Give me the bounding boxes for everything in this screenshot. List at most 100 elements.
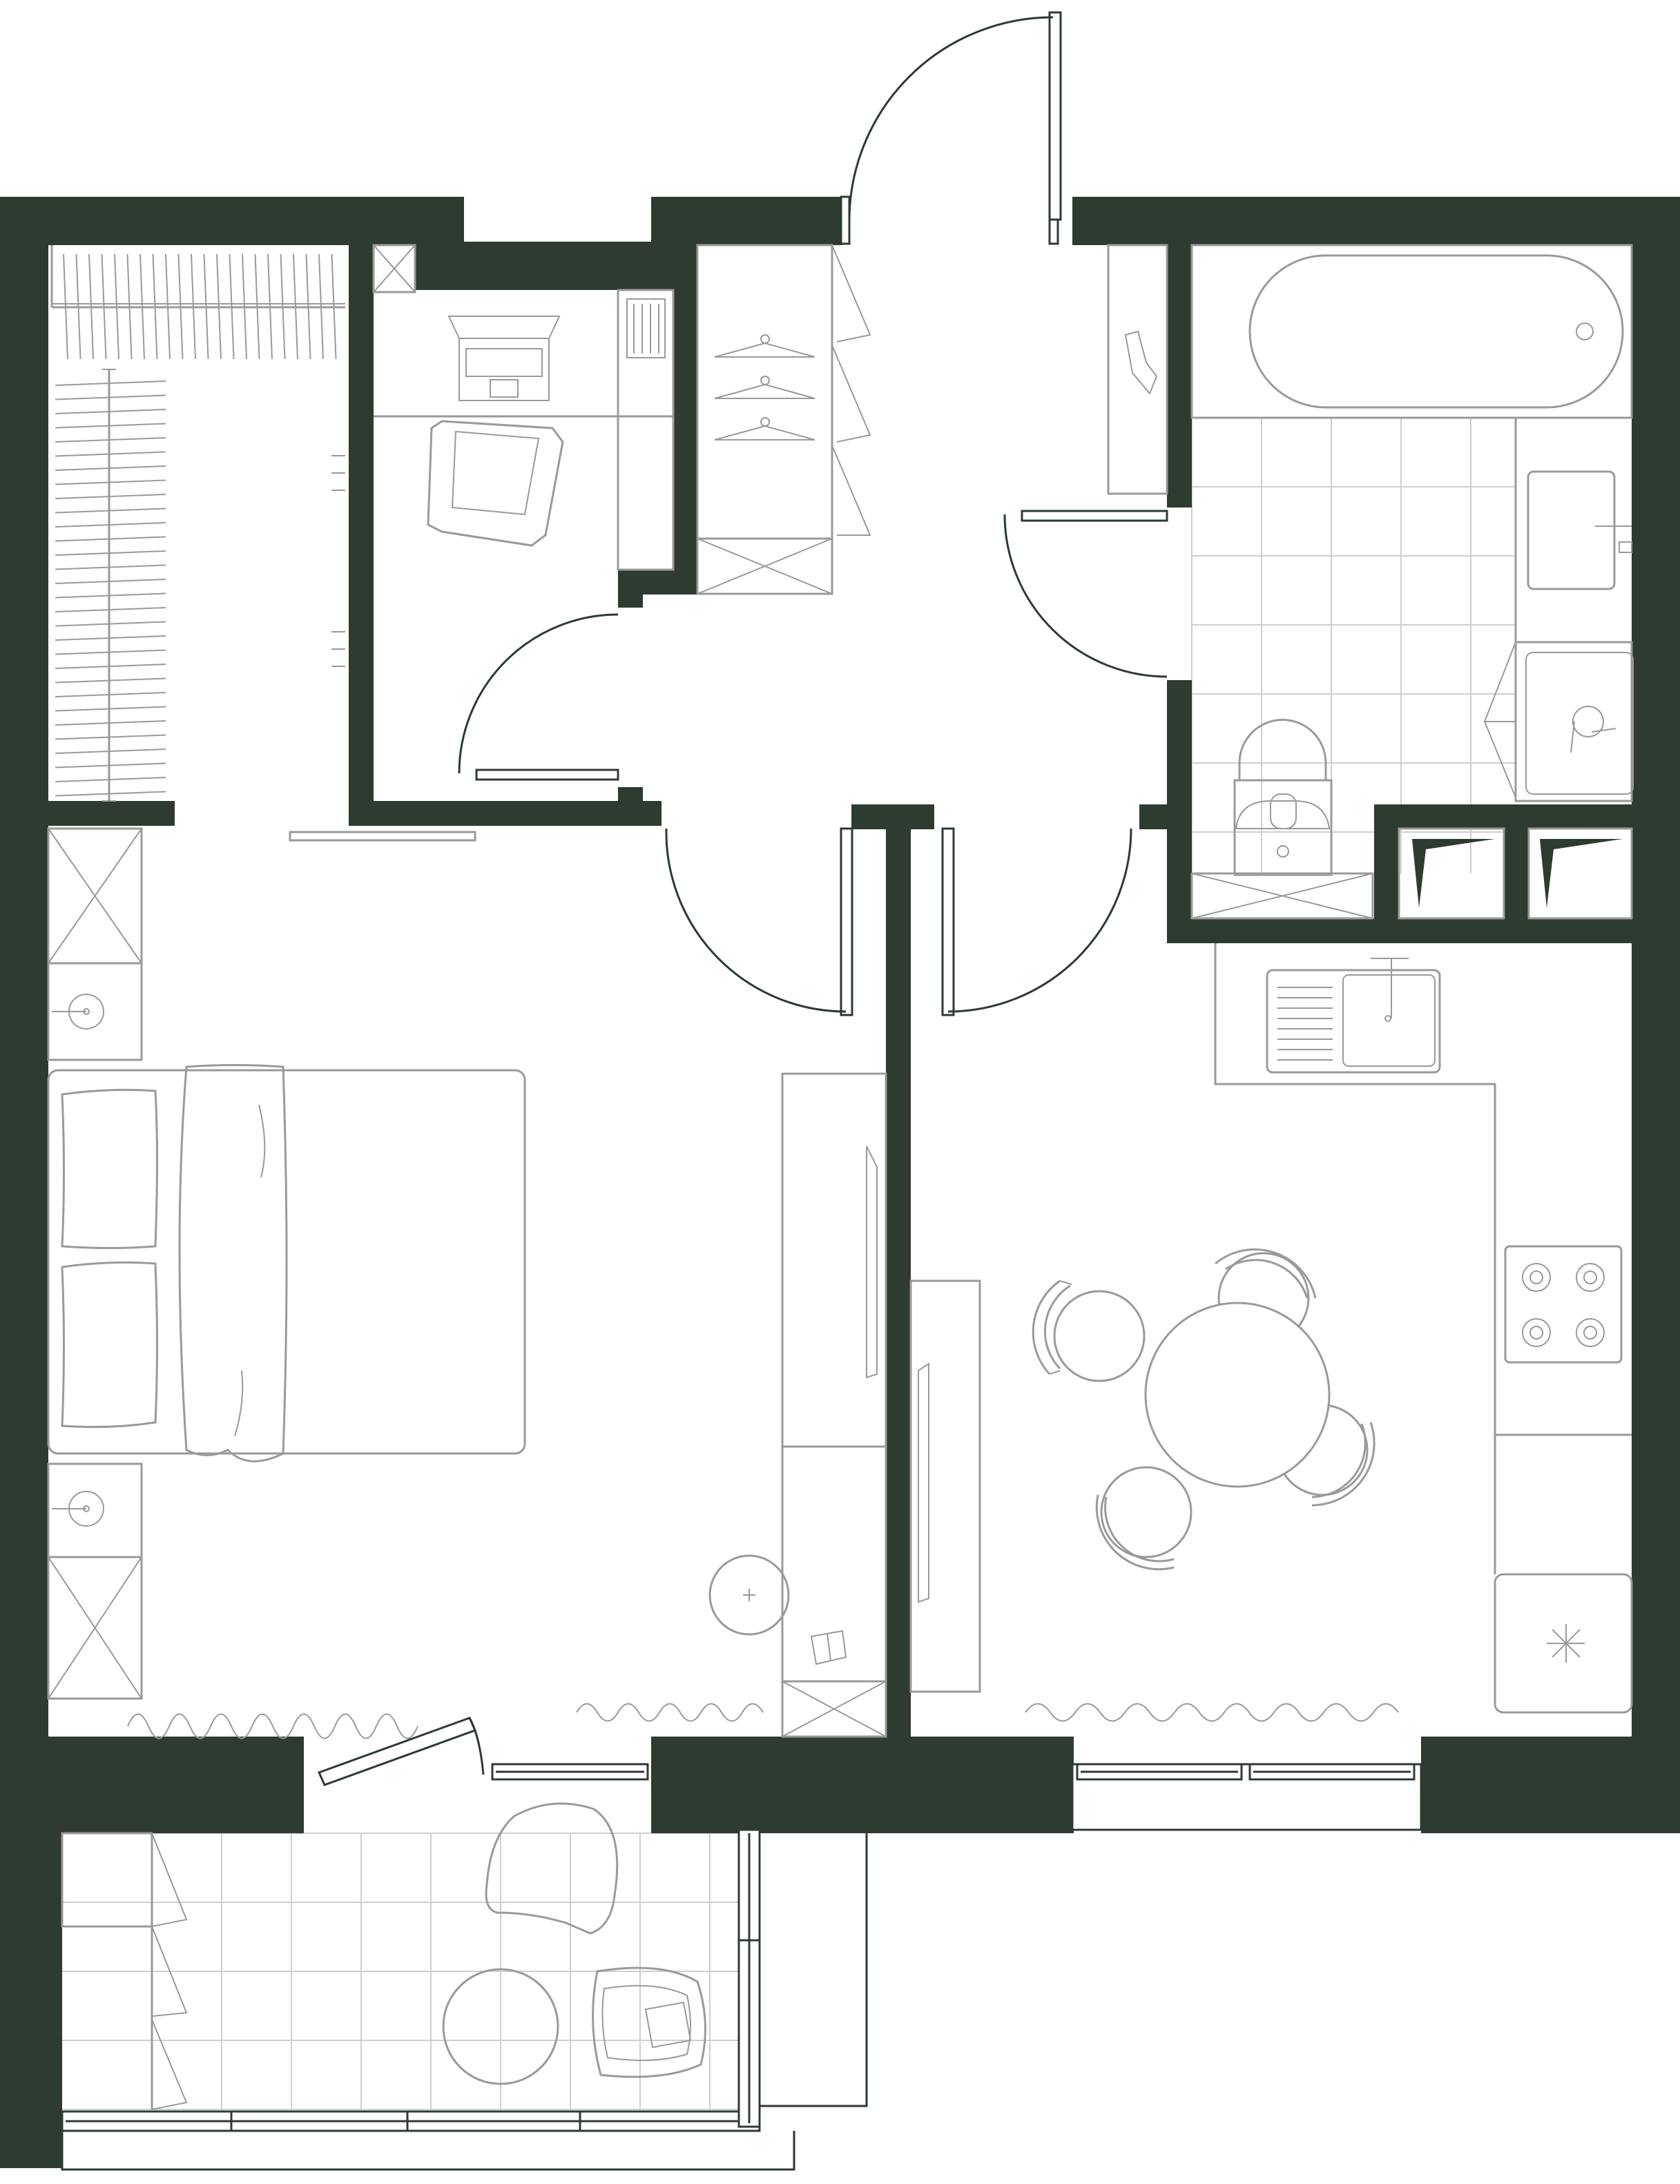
hanging-clothes-icon (55, 579, 166, 584)
hanging-clothes-icon (55, 791, 166, 797)
hanging-clothes-icon (55, 664, 166, 669)
hanging-clothes-icon (88, 253, 94, 360)
hanging-clothes-icon (75, 253, 81, 360)
hanging-clothes-icon (63, 253, 68, 360)
laptop-icon (447, 316, 561, 401)
hanging-clothes-icon (55, 734, 166, 740)
hanging-clothes-icon (331, 253, 337, 360)
hanging-clothes-icon (55, 465, 166, 471)
dining-chair-icon (1095, 1466, 1193, 1571)
bed-icon (47, 1064, 526, 1462)
hanging-clothes-icon (55, 409, 166, 414)
toilet-icon (1233, 719, 1333, 876)
bedroom-balcony-door[interactable] (317, 1717, 649, 1786)
hanging-clothes-icon (55, 635, 166, 641)
cooktop-icon (1504, 1245, 1623, 1364)
curtain-icon (576, 1703, 764, 1722)
hanging-clothes-icon (152, 253, 158, 360)
hanging-clothes-icon (55, 536, 166, 542)
bedroom-door-swing-icon[interactable] (665, 827, 853, 1016)
nightstand-bottom (47, 1462, 143, 1700)
hanging-clothes-icon (177, 253, 184, 360)
hanging-clothes-icon (55, 564, 166, 570)
tv-wardrobe (781, 1072, 887, 1738)
hanging-clothes-icon (55, 720, 166, 726)
hanging-clothes-icon (55, 592, 166, 599)
armchair-icon (485, 1802, 619, 1935)
hanging-clothes-icon (139, 253, 145, 360)
hanging-clothes-icon (55, 423, 166, 429)
walk-in-closet (50, 244, 416, 802)
hanging-clothes-icon (55, 550, 166, 556)
hook-icon (331, 455, 345, 667)
utility-shafts (1398, 827, 1633, 920)
books-icon (626, 298, 666, 358)
hanging-clothes-icon (55, 692, 166, 697)
armchair-icon (592, 1966, 706, 2078)
hanging-clothes-icon (242, 253, 247, 360)
interior-walls (48, 245, 1680, 1740)
hanging-clothes-icon (203, 253, 209, 360)
hanging-clothes-icon (55, 522, 166, 528)
closet-sliding-door-icon[interactable] (289, 831, 476, 842)
bathtub-icon (1190, 244, 1633, 419)
hanging-clothes-icon (280, 253, 286, 360)
hanging-clothes-icon (114, 253, 119, 360)
hanging-clothes-icon (55, 380, 166, 386)
dining-table-icon (1032, 1248, 1375, 1571)
hanger-icon (714, 334, 815, 441)
hanging-clothes-icon (55, 508, 166, 514)
sink-icon (1527, 470, 1632, 590)
shoe-cabinet (1107, 244, 1168, 495)
hanging-clothes-icon (55, 621, 166, 627)
balcony-tile-floor (62, 1833, 739, 2111)
hanging-clothes-icon (55, 748, 166, 754)
hanging-clothes-icon (55, 394, 166, 400)
nightstand-top (47, 827, 143, 1061)
hanging-clothes-icon (318, 253, 324, 360)
entrance-door-swing-icon[interactable] (840, 11, 1062, 245)
hanging-clothes-icon (293, 253, 298, 360)
hanging-clothes-icon (101, 253, 107, 360)
hanging-clothes-icon (267, 253, 273, 360)
hall-wardrobe (696, 244, 871, 595)
hanging-clothes-icon (55, 677, 166, 684)
balcony (61, 1802, 706, 2110)
study-door-swing-icon[interactable] (458, 613, 619, 781)
sink-icon (1266, 958, 1441, 1074)
exterior-walls (0, 197, 1680, 2168)
kitchen-window-icon[interactable] (1071, 1763, 1422, 1831)
hanging-clothes-icon (55, 479, 166, 485)
hanging-clothes-icon (165, 253, 171, 360)
bathroom-door-swing-icon[interactable] (1003, 510, 1168, 678)
hanging-clothes-icon (55, 437, 166, 443)
hanging-clothes-icon (126, 253, 133, 360)
washing-machine-icon (1483, 641, 1634, 802)
hanging-clothes-icon (55, 762, 166, 769)
kitchen-dining (909, 943, 1633, 1722)
hanging-clothes-icon (55, 706, 166, 712)
floor-lamp-icon (708, 1554, 790, 1636)
hanging-clothes-icon (216, 253, 222, 360)
hanging-clothes-icon (55, 451, 166, 457)
balcony-window-icon[interactable] (61, 1828, 868, 2171)
study (374, 289, 675, 571)
hanging-clothes-icon (55, 494, 166, 499)
hanging-clothes-icon (305, 253, 311, 360)
hanging-clothes-icon (55, 649, 166, 655)
curtain-icon (1025, 1703, 1399, 1722)
armchair-icon (427, 420, 564, 547)
curtain-icon (127, 1713, 418, 1739)
hanging-clothes-icon (191, 253, 196, 360)
shoe-icon (1124, 330, 1158, 395)
hanging-clothes-icon (55, 777, 166, 782)
hanging-clothes-icon (229, 253, 235, 360)
bathroom (1190, 244, 1634, 920)
hanging-clothes-icon (55, 607, 166, 612)
kitchen-door-swing-icon[interactable] (941, 827, 1132, 1016)
fridge-icon (1494, 1573, 1633, 1714)
hanging-clothes-icon (254, 253, 260, 360)
bedroom (47, 827, 887, 1739)
